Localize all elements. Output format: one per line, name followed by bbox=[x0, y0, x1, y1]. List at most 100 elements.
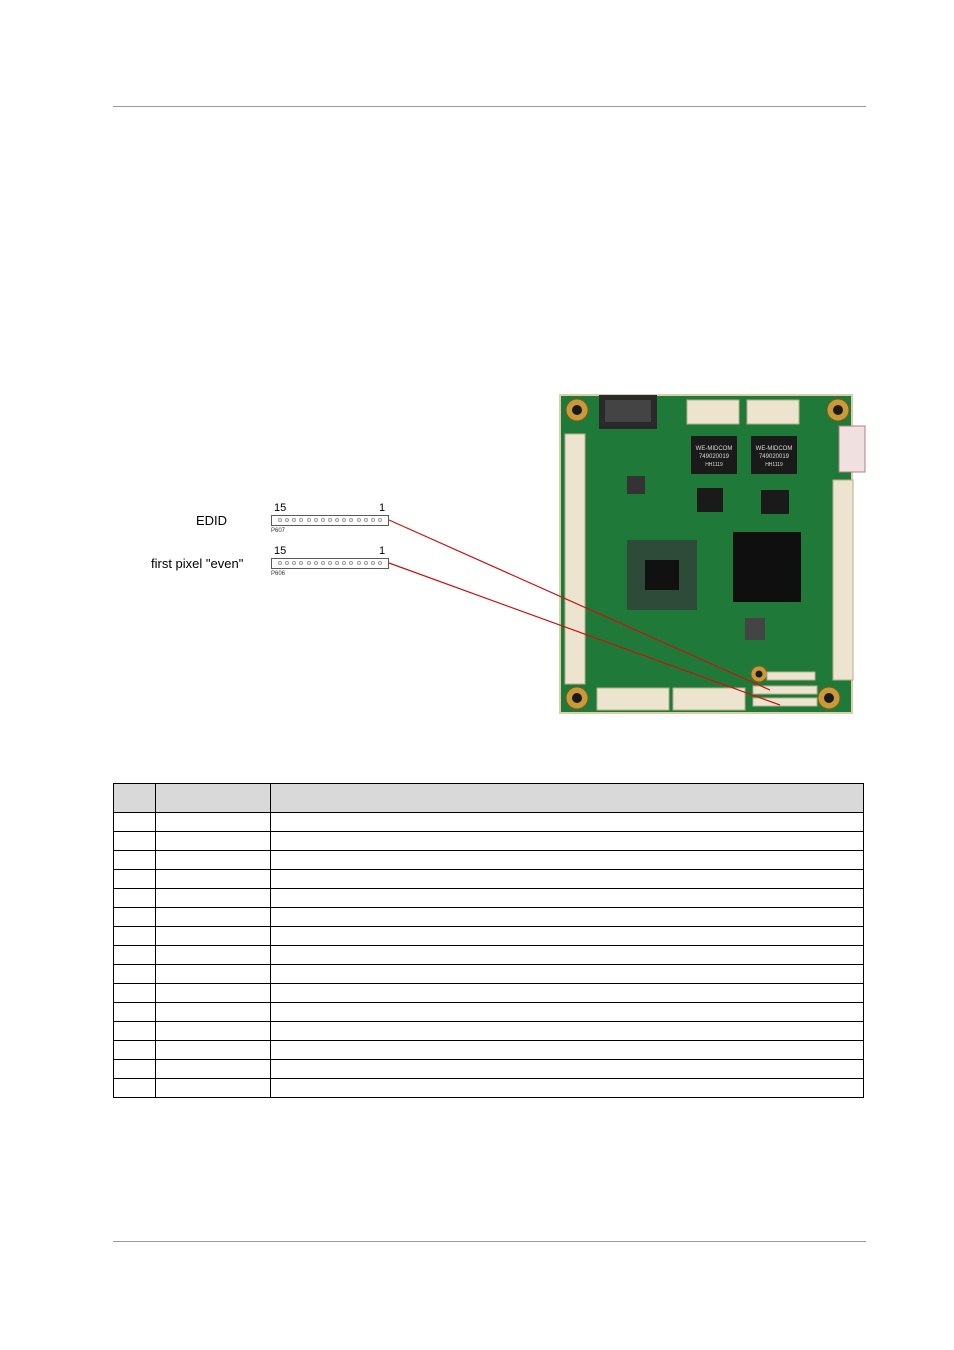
board-photo: WE-MIDCOM 749020019 HH1119 WE-MIDCOM 749… bbox=[557, 392, 867, 716]
first-pixel-pin-right: 1 bbox=[379, 545, 386, 557]
connector-pin bbox=[278, 518, 282, 522]
table-row bbox=[113, 945, 864, 965]
connector-pin bbox=[299, 518, 304, 522]
table-cell bbox=[155, 907, 271, 927]
table-cell bbox=[113, 1002, 156, 1022]
table-header-row bbox=[113, 783, 864, 813]
table-body bbox=[113, 812, 864, 1098]
connector-pin bbox=[370, 561, 375, 565]
table-cell bbox=[113, 983, 156, 1003]
magnetics-2-text-2: 749020019 bbox=[759, 454, 790, 460]
table-cell bbox=[155, 1021, 271, 1041]
connector-pin bbox=[292, 518, 297, 522]
connector-pin bbox=[327, 518, 332, 522]
table-row bbox=[113, 869, 864, 889]
connector-pin bbox=[363, 561, 368, 565]
edid-label: EDID bbox=[196, 513, 228, 528]
table-row bbox=[113, 983, 864, 1003]
connector-pin bbox=[356, 518, 361, 522]
table-cell bbox=[270, 1021, 864, 1041]
table-cell bbox=[155, 983, 271, 1003]
table-cell bbox=[270, 964, 864, 984]
table-row bbox=[113, 907, 864, 927]
table-cell bbox=[270, 1078, 864, 1098]
table-cell bbox=[155, 869, 271, 889]
footer-rule bbox=[113, 1241, 866, 1242]
magnetics-1-text-1: WE-MIDCOM bbox=[696, 446, 733, 452]
connector-pin bbox=[313, 561, 318, 565]
table-row bbox=[113, 964, 864, 984]
connector-pin bbox=[306, 518, 311, 522]
connector-pin bbox=[342, 561, 347, 565]
table-cell bbox=[113, 869, 156, 889]
table-cell bbox=[113, 1059, 156, 1079]
connector-pin bbox=[285, 518, 290, 522]
table-row bbox=[113, 926, 864, 946]
table-cell bbox=[270, 907, 864, 927]
table-cell bbox=[155, 926, 271, 946]
connector-pin bbox=[313, 518, 318, 522]
table-row bbox=[113, 850, 864, 870]
connector-pin bbox=[349, 518, 354, 522]
table-cell bbox=[113, 964, 156, 984]
connector-pin bbox=[320, 561, 325, 565]
table-cell bbox=[270, 831, 864, 851]
edid-pin-left: 15 bbox=[274, 502, 287, 514]
edid-header-connector bbox=[271, 515, 389, 526]
table-cell bbox=[270, 926, 864, 946]
table-row bbox=[113, 888, 864, 908]
connector-pin bbox=[356, 561, 361, 565]
table-cell bbox=[270, 1002, 864, 1022]
connector-pin bbox=[306, 561, 311, 565]
table-cell bbox=[113, 831, 156, 851]
table-cell bbox=[155, 1059, 271, 1079]
table-cell bbox=[270, 850, 864, 870]
table-cell bbox=[155, 831, 271, 851]
connector-pin bbox=[370, 518, 375, 522]
connector-pin bbox=[292, 561, 297, 565]
table-row bbox=[113, 1040, 864, 1060]
magnetics-1-text-3: HH1119 bbox=[705, 462, 723, 468]
table-row bbox=[113, 1078, 864, 1098]
edid-ref-designator: P607 bbox=[271, 528, 286, 534]
magnetics-2-text-1: WE-MIDCOM bbox=[756, 446, 793, 452]
pcb-illustration: WE-MIDCOM 749020019 HH1119 WE-MIDCOM 749… bbox=[557, 392, 867, 716]
table-cell bbox=[113, 945, 156, 965]
table-cell bbox=[155, 1078, 271, 1098]
table-cell bbox=[155, 888, 271, 908]
table-cell bbox=[270, 1059, 864, 1079]
first-pixel-even-label: first pixel "even" bbox=[151, 556, 244, 571]
table-row bbox=[113, 812, 864, 832]
table-cell bbox=[270, 945, 864, 965]
connector-pin bbox=[285, 561, 290, 565]
table-header-cell bbox=[113, 783, 156, 813]
table-cell bbox=[113, 1040, 156, 1060]
connector-pin bbox=[335, 518, 340, 522]
table-cell bbox=[155, 1040, 271, 1060]
first-pixel-ref-designator: P606 bbox=[271, 571, 286, 577]
table-cell bbox=[113, 907, 156, 927]
table-header-cell bbox=[155, 783, 271, 813]
table-cell bbox=[270, 812, 864, 832]
first-pixel-pin-left: 15 bbox=[274, 545, 287, 557]
table-cell bbox=[155, 812, 271, 832]
table-cell bbox=[113, 1078, 156, 1098]
table-header-cell bbox=[270, 783, 864, 813]
table-cell bbox=[270, 983, 864, 1003]
table-row bbox=[113, 831, 864, 851]
first-pixel-header-connector bbox=[271, 558, 389, 569]
table-cell bbox=[113, 888, 156, 908]
table-cell bbox=[113, 1021, 156, 1041]
table-cell bbox=[155, 964, 271, 984]
connector-pin bbox=[278, 561, 282, 565]
table-row bbox=[113, 1059, 864, 1079]
table-cell bbox=[270, 1040, 864, 1060]
table-row bbox=[113, 1002, 864, 1022]
table-cell bbox=[155, 850, 271, 870]
header-rule bbox=[113, 106, 866, 107]
connector-pin bbox=[349, 561, 354, 565]
connector-pin bbox=[320, 518, 325, 522]
table-cell bbox=[270, 888, 864, 908]
connector-pin bbox=[377, 518, 382, 522]
connector-pin bbox=[342, 518, 347, 522]
